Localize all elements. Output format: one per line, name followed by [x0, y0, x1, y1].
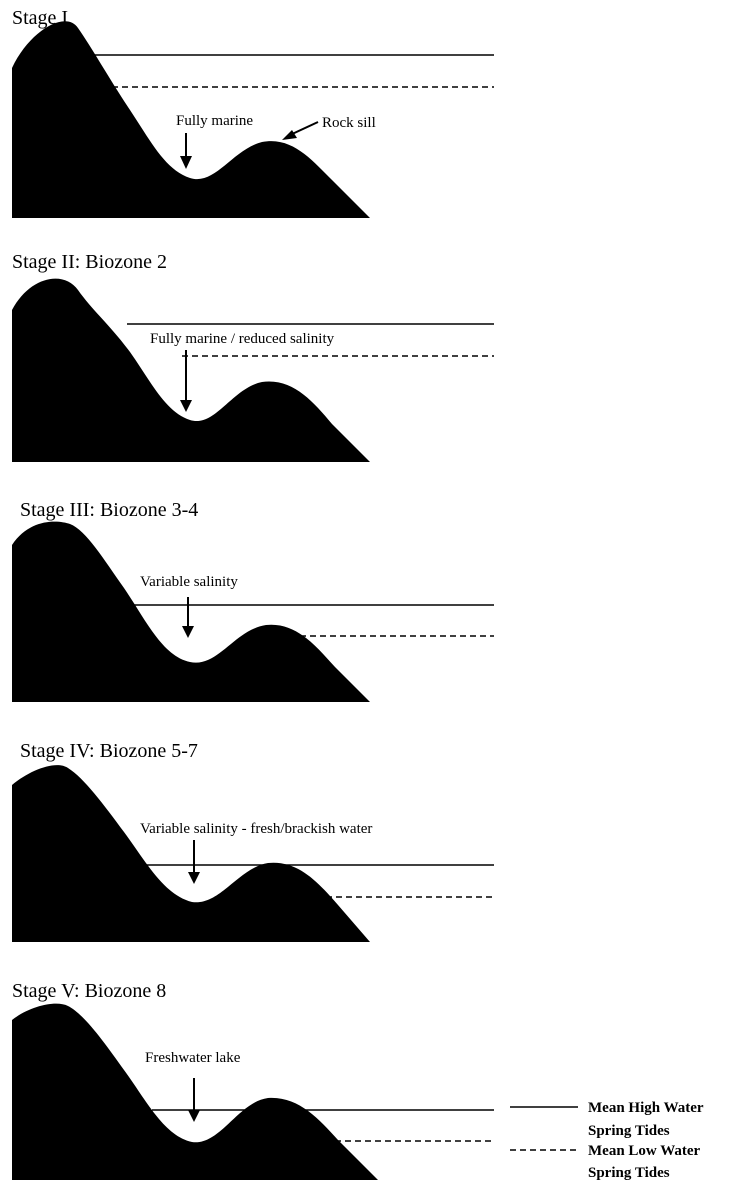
stage-1-terrain	[12, 21, 370, 218]
stage-4-terrain	[12, 765, 370, 942]
stage-4-title: Stage IV: Biozone 5-7	[20, 740, 198, 762]
stage-4-panel: Stage IV: Biozone 5-7 Variable salinity …	[12, 740, 494, 942]
rock-sill-label: Rock sill	[322, 115, 376, 131]
stage-3-arrow	[182, 597, 194, 638]
stage-2-terrain	[12, 278, 370, 462]
legend-high-water-label-2: Spring Tides	[588, 1123, 670, 1139]
rock-sill-arrow	[282, 121, 319, 140]
stage-2-title: Stage II: Biozone 2	[12, 251, 167, 273]
stage-4-arrow	[188, 840, 200, 884]
stage-1-panel: Stage I Fully marine Rock sill	[12, 7, 494, 218]
stage-3-terrain	[12, 521, 370, 702]
stage-5-terrain	[12, 1003, 378, 1180]
stage-5-water-label: Freshwater lake	[145, 1050, 241, 1066]
stage-2-water-label: Fully marine / reduced salinity	[150, 331, 335, 347]
stage-2-panel: Stage II: Biozone 2 Fully marine / reduc…	[12, 251, 494, 462]
legend-low-water-label: Mean Low Water	[588, 1143, 701, 1159]
stage-3-title: Stage III: Biozone 3-4	[20, 499, 198, 521]
stage-5-title: Stage V: Biozone 8	[12, 980, 166, 1002]
stage-5-panel: Stage V: Biozone 8 Freshwater lake	[12, 980, 494, 1180]
stage-2-arrow	[180, 350, 192, 412]
legend: Mean High Water Spring Tides Mean Low Wa…	[510, 1100, 704, 1180]
stage-4-water-label: Variable salinity - fresh/brackish water	[140, 821, 372, 837]
stage-1-title: Stage I	[12, 7, 68, 29]
stage-1-arrow	[180, 133, 192, 169]
stage-3-panel: Stage III: Biozone 3-4 Variable salinity	[12, 499, 494, 702]
stage-3-water-label: Variable salinity	[140, 574, 238, 590]
stage-5-arrow	[188, 1078, 200, 1122]
legend-high-water-label: Mean High Water	[588, 1100, 704, 1116]
stage-1-water-label: Fully marine	[176, 113, 253, 129]
legend-low-water-label-2: Spring Tides	[588, 1165, 670, 1180]
